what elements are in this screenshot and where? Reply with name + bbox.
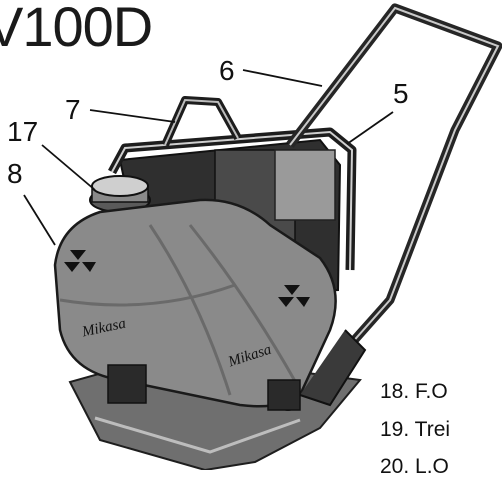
callout-6: 6 — [219, 55, 235, 86]
legend-item-19: 19. Trei — [380, 418, 451, 441]
callout-7: 7 — [65, 94, 81, 125]
callout-17: 17 — [7, 116, 39, 147]
leader-line-8 — [23, 194, 56, 246]
legend-item-20: 20. L.O — [380, 455, 449, 478]
trefoil-mark-right — [278, 285, 310, 307]
leader-line-6 — [242, 69, 323, 87]
model-title: V100D — [0, 0, 153, 58]
leader-line-17 — [41, 144, 96, 191]
leader-line-5 — [346, 111, 394, 145]
trefoil-mark-left — [64, 250, 96, 272]
callout-5: 5 — [393, 78, 409, 109]
leader-line-7 — [89, 109, 176, 123]
legend-item-18: 18. F.O — [380, 380, 448, 403]
callout-8: 8 — [7, 158, 23, 189]
